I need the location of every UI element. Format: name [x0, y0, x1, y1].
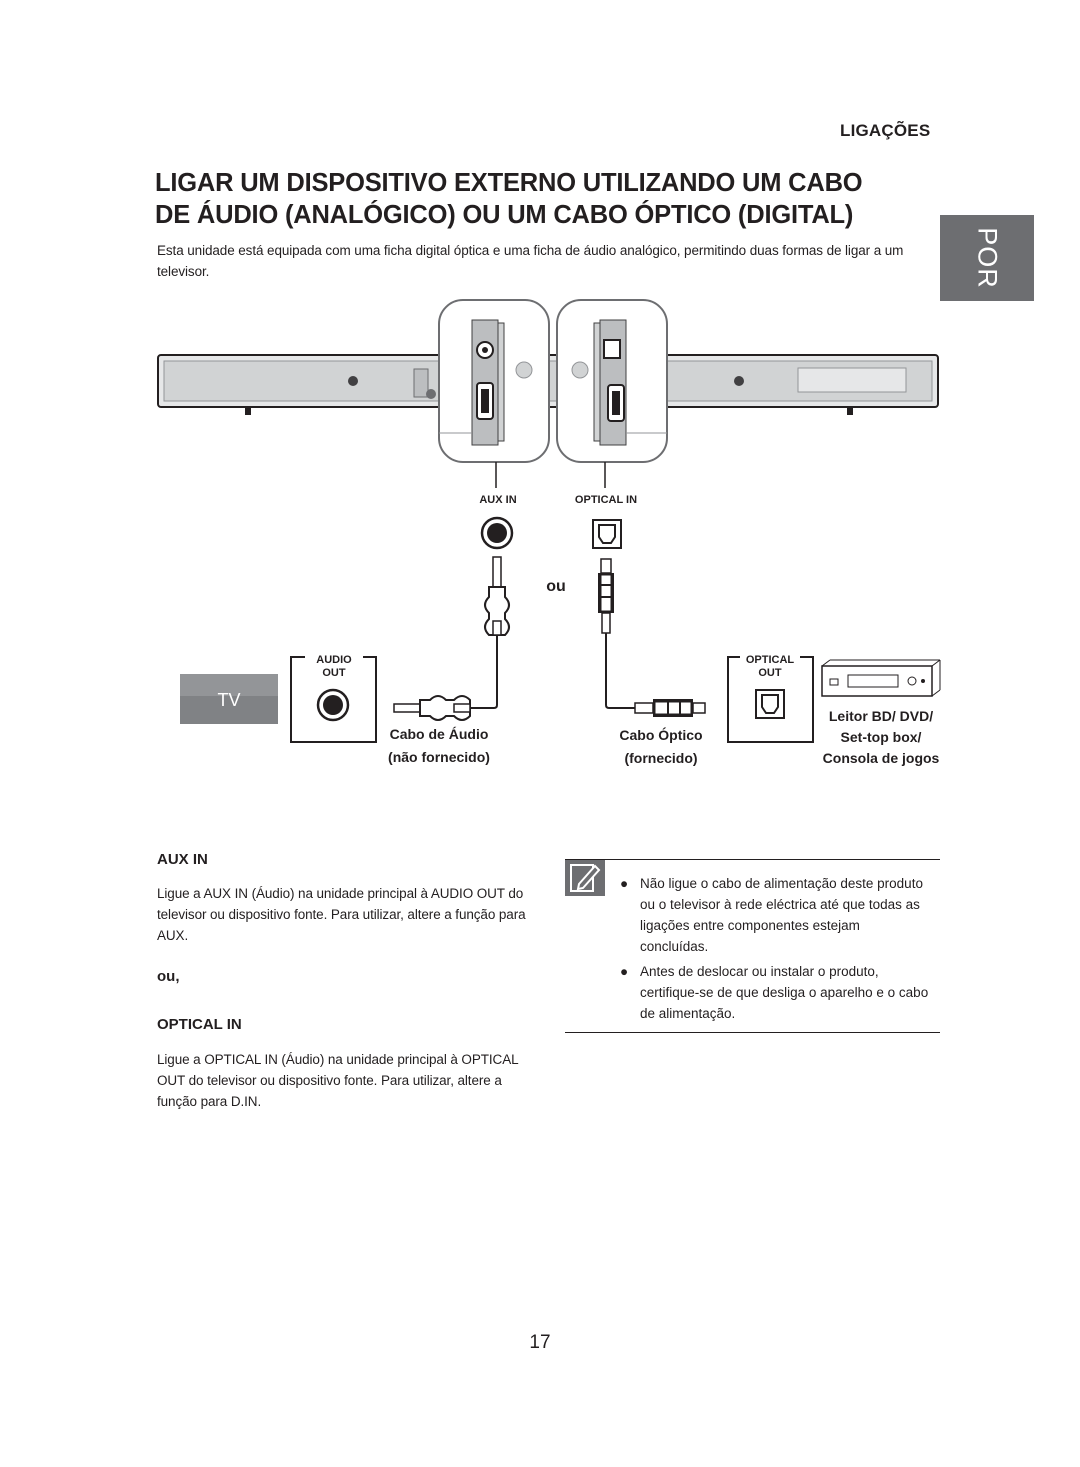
note-text: Não ligue o cabo de alimentação deste pr… — [640, 876, 923, 954]
note-bullet: ● — [620, 876, 629, 891]
aux-in-port-label: AUX IN — [479, 494, 516, 506]
note-pencil-icon — [565, 860, 605, 896]
note-bullet: ● — [620, 964, 629, 979]
aux-in-heading: AUX IN — [157, 851, 208, 868]
connection-diagram: AUX IN OPTICAL IN ou — [150, 295, 960, 795]
aux-in-text-3: . — [184, 928, 189, 943]
device-caption-line-1: Leitor BD/ DVD/ — [829, 708, 933, 724]
note-item: ● Antes de deslocar ou instalar o produto… — [620, 961, 930, 1024]
optical-in-heading: OPTICAL IN — [157, 1016, 242, 1033]
optical-cable-plug-bottom — [634, 699, 706, 717]
intro-paragraph: Esta unidade está equipada com uma ficha… — [157, 243, 904, 279]
page-number: 17 — [529, 1332, 551, 1353]
aux-in-text-bold-2: AUX — [157, 928, 185, 943]
optical-in-port-icon — [592, 519, 622, 549]
optical-out-port-icon — [755, 689, 785, 719]
or-separator: ou, — [157, 968, 180, 985]
page-title: LIGAR UM DISPOSITIVO EXTERNO UTILIZANDO … — [155, 167, 935, 231]
aux-in-jack-icon — [480, 516, 514, 550]
note-item: ● Não ligue o cabo de alimentação deste p… — [620, 873, 930, 957]
language-tab: POR — [940, 215, 1034, 301]
language-tab-label: POR — [972, 227, 1003, 289]
audio-cable-caption-line-2: (não fornecido) — [388, 749, 490, 765]
optical-cable-caption-line-2: (fornecido) — [624, 750, 697, 766]
device-caption-line-3: Consola de jogos — [823, 750, 940, 766]
optical-in-text-bold-2: D.IN — [230, 1094, 258, 1109]
optical-cable-plug-top — [598, 558, 614, 634]
aux-cable-plug-bottom — [393, 695, 471, 721]
optical-in-port-label: OPTICAL IN — [575, 494, 637, 506]
optical-out-port-box: OPTICAL OUT — [727, 654, 814, 743]
page-title-line-1: LIGAR UM DISPOSITIVO EXTERNO UTILIZANDO … — [155, 169, 863, 197]
tv-illustration: TV — [180, 674, 278, 724]
optical-out-label-line-2: OUT — [758, 667, 782, 679]
aux-in-text-1: Ligue a — [157, 886, 204, 901]
aux-in-paragraph: Ligue a AUX IN (Áudio) na unidade princi… — [157, 883, 537, 946]
aux-in-zoom-callout — [438, 299, 550, 463]
device-caption-line-2: Set-top box/ — [841, 729, 922, 745]
player-device-illustration — [821, 659, 941, 697]
aux-in-text-bold-1: AUX IN — [203, 886, 249, 901]
notes-list: ● Não ligue o cabo de alimentação deste p… — [620, 873, 930, 1028]
page-title-line-2: DE ÁUDIO (ANALÓGICO) OU UM CABO ÓPTICO (… — [155, 201, 854, 229]
aux-in-text-2: (Áudio) na unidade principal à AUDIO OUT… — [157, 886, 526, 922]
audio-cable-caption-line-1: Cabo de Áudio — [390, 726, 489, 742]
section-label: LIGAÇÕES — [840, 121, 931, 140]
optical-in-text-1: Ligue a — [157, 1052, 205, 1067]
optical-in-text-2: (Áudio) na unidade principal à OPTICAL O… — [157, 1052, 518, 1109]
optical-in-paragraph: Ligue a OPTICAL IN (Áudio) na unidade pr… — [157, 1049, 522, 1112]
audio-out-port-box: AUDIO OUT — [290, 654, 377, 743]
aux-cable-plug-top — [484, 556, 510, 636]
optical-in-zoom-callout — [556, 299, 668, 463]
optical-in-text-3: . — [257, 1094, 262, 1109]
optical-out-label-line-1: OPTICAL — [746, 654, 795, 666]
tv-label: TV — [217, 690, 240, 710]
audio-out-label-line-1: AUDIO — [316, 654, 352, 666]
or-diagram-label: ou — [546, 578, 566, 595]
notes-box — [565, 859, 940, 1033]
optical-in-text-bold-1: OPTICAL IN — [204, 1052, 278, 1067]
optical-cable-caption-line-1: Cabo Óptico — [619, 726, 702, 743]
audio-out-label-line-2: OUT — [322, 667, 346, 679]
note-text: Antes de deslocar ou instalar o produto,… — [640, 964, 929, 1021]
